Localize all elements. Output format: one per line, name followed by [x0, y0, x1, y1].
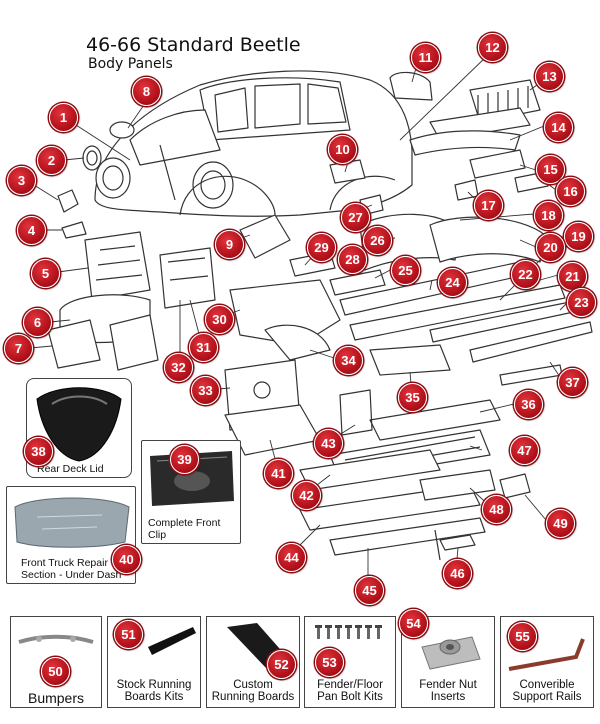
bumper-image — [18, 634, 94, 644]
support-rails-label-2: Support Rails — [512, 691, 582, 703]
callout-32[interactable]: 32 — [164, 353, 193, 382]
callout-50[interactable]: 50 — [41, 657, 70, 686]
callout-15[interactable]: 15 — [536, 155, 565, 184]
callout-48[interactable]: 48 — [482, 495, 511, 524]
callout-33[interactable]: 33 — [191, 376, 220, 405]
callout-16[interactable]: 16 — [556, 177, 585, 206]
nut-insert-image — [421, 636, 481, 670]
callout-53[interactable]: 53 — [315, 648, 344, 677]
callout-11[interactable]: 11 — [411, 43, 440, 72]
custom-running-label-1: Custom — [233, 679, 273, 691]
callout-22[interactable]: 22 — [511, 260, 540, 289]
callout-9[interactable]: 9 — [215, 230, 244, 259]
stock-running-label-1: Stock Running — [116, 679, 192, 691]
front-clip-label-line1: Complete Front — [148, 517, 221, 529]
callout-6[interactable]: 6 — [23, 308, 52, 337]
callout-31[interactable]: 31 — [189, 333, 218, 362]
callout-26[interactable]: 26 — [363, 226, 392, 255]
callout-42[interactable]: 42 — [292, 481, 321, 510]
front-clip-label-line2: Clip — [148, 529, 167, 541]
callout-17[interactable]: 17 — [474, 191, 503, 220]
support-rail-image — [508, 638, 585, 671]
front-truck-label-line2: Section - Under Dash — [21, 569, 122, 581]
callout-45[interactable]: 45 — [355, 576, 384, 605]
callout-8[interactable]: 8 — [132, 77, 161, 106]
support-rails-label-1: Converible — [519, 679, 575, 691]
custom-running-label-2: Running Boards — [211, 691, 295, 703]
callout-37[interactable]: 37 — [558, 368, 587, 397]
callout-49[interactable]: 49 — [546, 509, 575, 538]
callout-44[interactable]: 44 — [277, 543, 306, 572]
callout-25[interactable]: 25 — [391, 256, 420, 285]
callout-21[interactable]: 21 — [558, 262, 587, 291]
callout-18[interactable]: 18 — [534, 201, 563, 230]
fender-nut-label-2: Inserts — [430, 691, 466, 703]
callout-36[interactable]: 36 — [514, 390, 543, 419]
callout-28[interactable]: 28 — [338, 245, 367, 274]
callout-10[interactable]: 10 — [328, 135, 357, 164]
stock-running-label-2: Boards Kits — [124, 691, 184, 703]
bolt-kit-image — [315, 625, 382, 639]
callout-5[interactable]: 5 — [31, 259, 60, 288]
callout-30[interactable]: 30 — [205, 305, 234, 334]
callout-7[interactable]: 7 — [4, 334, 33, 363]
callout-13[interactable]: 13 — [535, 62, 564, 91]
callout-35[interactable]: 35 — [398, 383, 427, 412]
callout-4[interactable]: 4 — [17, 216, 46, 245]
callout-54[interactable]: 54 — [399, 609, 428, 638]
product-fender-nut-inserts[interactable]: Fender Nut Inserts — [401, 616, 495, 708]
callout-47[interactable]: 47 — [510, 436, 539, 465]
running-board-image — [148, 627, 196, 655]
callout-2[interactable]: 2 — [37, 146, 66, 175]
front-truck-image — [14, 497, 130, 548]
pan-bolt-label-1: Fender/Floor — [317, 679, 383, 691]
callout-24[interactable]: 24 — [438, 268, 467, 297]
front-truck-label-line1: Front Truck Repair — [21, 557, 108, 569]
callout-34[interactable]: 34 — [334, 346, 363, 375]
callout-39[interactable]: 39 — [170, 445, 199, 474]
callout-3[interactable]: 3 — [7, 166, 36, 195]
callout-51[interactable]: 51 — [114, 620, 143, 649]
callout-20[interactable]: 20 — [536, 233, 565, 262]
callout-27[interactable]: 27 — [341, 203, 370, 232]
callout-38[interactable]: 38 — [24, 437, 53, 466]
callout-40[interactable]: 40 — [112, 545, 141, 574]
callout-23[interactable]: 23 — [567, 288, 596, 317]
page-subtitle: Body Panels — [88, 56, 173, 72]
rear-deck-lid-label: Rear Deck Lid — [37, 463, 104, 475]
product-support-rails[interactable]: Converible Support Rails — [500, 616, 594, 708]
pan-bolt-label-2: Pan Bolt Kits — [317, 691, 383, 703]
callout-43[interactable]: 43 — [314, 429, 343, 458]
fender-nut-label-1: Fender Nut — [419, 679, 477, 691]
callout-41[interactable]: 41 — [264, 459, 293, 488]
callout-12[interactable]: 12 — [478, 33, 507, 62]
callout-52[interactable]: 52 — [267, 650, 296, 679]
callout-29[interactable]: 29 — [307, 233, 336, 262]
callout-1[interactable]: 1 — [49, 103, 78, 132]
bumpers-label: Bumpers — [27, 690, 85, 706]
rear-deck-lid-image — [36, 387, 122, 462]
callout-46[interactable]: 46 — [443, 559, 472, 588]
callout-55[interactable]: 55 — [508, 622, 537, 651]
callout-14[interactable]: 14 — [544, 113, 573, 142]
callout-19[interactable]: 19 — [564, 222, 593, 251]
page-title: 46-66 Standard Beetle — [86, 34, 301, 56]
